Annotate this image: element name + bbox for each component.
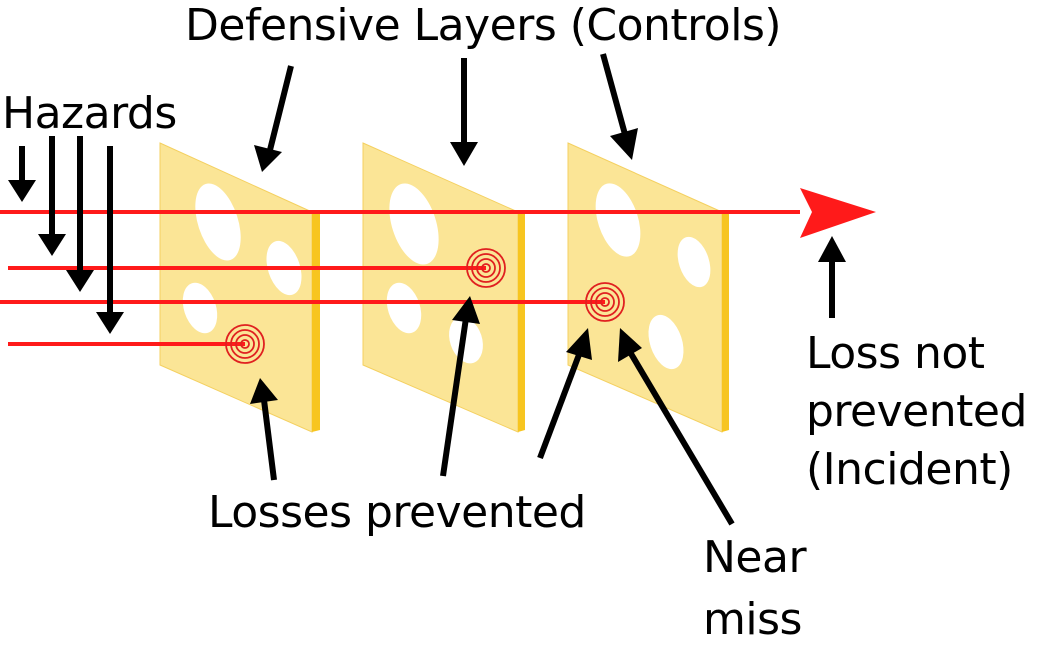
stop-mark-slice-2: [466, 248, 506, 288]
incident-arrowhead: [800, 188, 876, 238]
hazard-lines: [0, 210, 800, 346]
stop-mark-slice-3: [585, 282, 625, 322]
pointer-arrows: [8, 53, 846, 526]
stop-mark-slice-1: [225, 324, 265, 364]
hole: [389, 183, 439, 265]
hole: [648, 314, 684, 370]
hole: [182, 282, 218, 334]
label-hazards: Hazards: [2, 88, 177, 139]
hole: [449, 316, 483, 364]
defensive-layer-slice-3: [567, 142, 729, 433]
title-defensive-layers: Defensive Layers (Controls): [185, 0, 782, 51]
losses-prevented-arrows: [250, 296, 480, 481]
label-loss-not-prevented-line-1: Loss not: [806, 328, 985, 379]
defensive-layer-slice-2: [362, 142, 525, 433]
label-loss-not-prevented-line-3: (Incident): [806, 444, 1013, 495]
near-miss-arrows: [537, 328, 735, 526]
label-losses-prevented: Losses prevented: [208, 487, 586, 538]
label-near-miss-line-1: Near: [703, 532, 807, 583]
hole: [677, 236, 711, 288]
loss-not-prevented-arrow: [818, 236, 846, 318]
hazard-arrows: [8, 136, 124, 334]
hole: [386, 282, 422, 334]
hole: [595, 183, 641, 257]
label-near-miss-line-2: miss: [703, 594, 802, 645]
defensive-layer-arrows: [254, 53, 638, 172]
defensive-layer-slice-1: [159, 142, 320, 433]
label-loss-not-prevented-line-2: prevented: [806, 386, 1027, 437]
hole: [195, 183, 241, 261]
